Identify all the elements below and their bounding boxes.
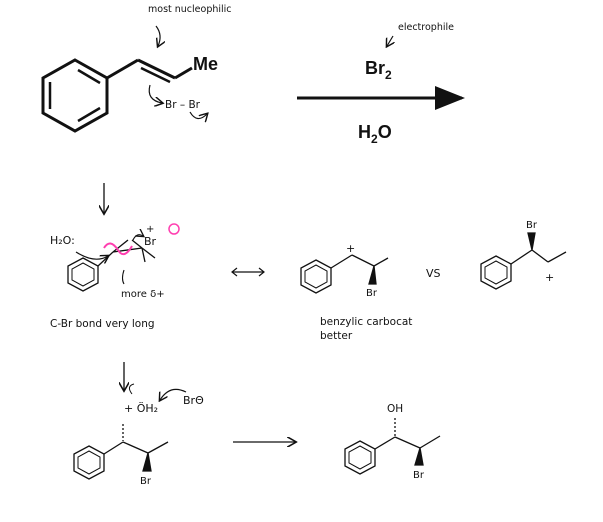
bond-length-note: C-Br bond very long (50, 318, 155, 330)
benzylic-cation (300, 254, 389, 294)
reagent-h2o: H2O (358, 122, 392, 146)
alt-br: Br (526, 220, 538, 231)
product-br: Br (413, 470, 425, 481)
more-positive-note: more δ+ (121, 289, 165, 300)
reagent-br2: Br2 (365, 58, 392, 82)
br-br-cleave-arrow (189, 111, 207, 119)
cation-br: Br (366, 288, 378, 299)
alt-plus: + (545, 271, 554, 284)
bromohydrin-product (344, 418, 441, 475)
bromonium-br: Br (144, 235, 157, 248)
alkene-attack-arrow (148, 84, 162, 103)
nucleophile-arrow (155, 25, 160, 46)
resonance-arrow (231, 267, 265, 277)
cbr-break-arrow (132, 235, 143, 241)
bromine-note: Br – Br (165, 99, 201, 111)
secondary-cation (480, 232, 567, 290)
oxonium-structure (73, 424, 169, 480)
oxonium-label: + ÖH₂ (124, 402, 158, 415)
cation-plus: + (346, 242, 355, 255)
vs-label: VS (426, 267, 441, 280)
oh-electron-arrow (128, 383, 135, 395)
benzylic-note: benzylic carbocat (320, 316, 412, 328)
deprotonation-arrow (160, 388, 187, 400)
more-positive-pointer (121, 269, 125, 285)
electrophile-arrow (387, 35, 393, 46)
methyl-label: Me (193, 54, 218, 74)
product-oh: OH (387, 403, 403, 415)
water-attack-arrow (75, 251, 108, 259)
water-label: H₂O: (50, 234, 75, 247)
electrophile-note: electrophile (398, 22, 454, 33)
oxonium-br: Br (140, 476, 152, 487)
bromonium-plus: + (146, 224, 154, 235)
pink-scribble (103, 242, 133, 256)
pink-positive-circle (168, 223, 180, 235)
bromonium-structure (67, 239, 156, 292)
nucleophile-note: most nucleophilic (148, 4, 232, 15)
bromide-label: BrΘ (183, 394, 204, 407)
better-note: better (320, 330, 353, 342)
starting-alkene (41, 58, 193, 133)
